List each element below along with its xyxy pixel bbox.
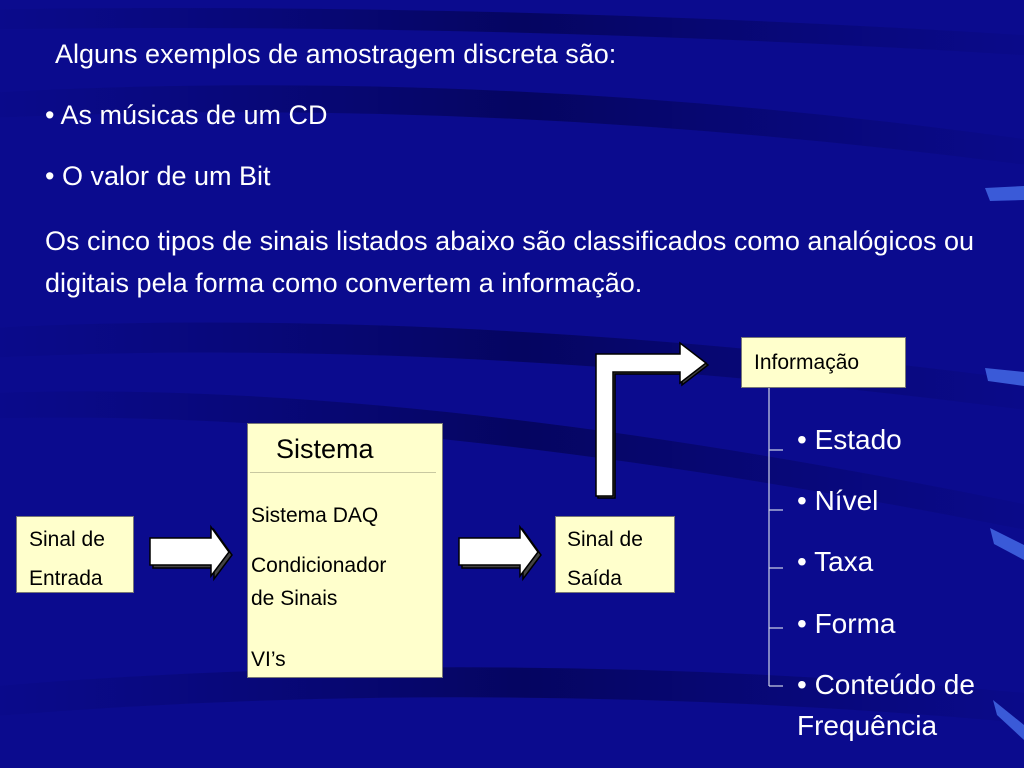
info-item-nivel: • Nível: [797, 485, 879, 516]
info-item-conteudo: • Conteúdo de: [797, 669, 975, 700]
paragraph: Os cinco tipos de sinais listados abaixo…: [45, 226, 974, 298]
info-label: Informação: [754, 351, 860, 374]
output-signal-box: Sinal de Saída: [555, 516, 675, 593]
system-divider: [250, 472, 436, 473]
info-tree-connector: [768, 388, 783, 687]
input-label-line1: Sinal de: [29, 528, 105, 551]
system-item-vis: VI’s: [251, 648, 286, 671]
input-label-line2: Entrada: [29, 567, 103, 590]
system-item-conditioner-line1: Condicionador: [251, 554, 387, 577]
info-box: Informação: [741, 337, 906, 388]
arrow-system-to-output: [458, 524, 542, 582]
bullet-bit: • O valor de um Bit: [45, 161, 271, 191]
arrow-input-to-system: [149, 524, 233, 582]
system-box: Sistema Sistema DAQ Condicionador de Sin…: [247, 423, 443, 678]
system-item-daq: Sistema DAQ: [251, 504, 379, 527]
info-item-forma: • Forma: [797, 608, 896, 639]
info-item-estado: • Estado: [797, 424, 902, 455]
info-item-frequencia: Frequência: [797, 710, 938, 741]
output-label-line2: Saída: [567, 567, 622, 590]
bullet-cd: • As músicas de um CD: [45, 100, 328, 130]
arrow-output-to-info: [595, 341, 710, 499]
heading: Alguns exemplos de amostragem discreta s…: [55, 39, 617, 69]
output-label-line1: Sinal de: [567, 528, 643, 551]
system-title: Sistema: [276, 434, 374, 464]
system-item-conditioner-line2: de Sinais: [251, 587, 338, 610]
info-item-taxa: • Taxa: [797, 546, 874, 577]
input-signal-box: Sinal de Entrada: [16, 516, 134, 593]
